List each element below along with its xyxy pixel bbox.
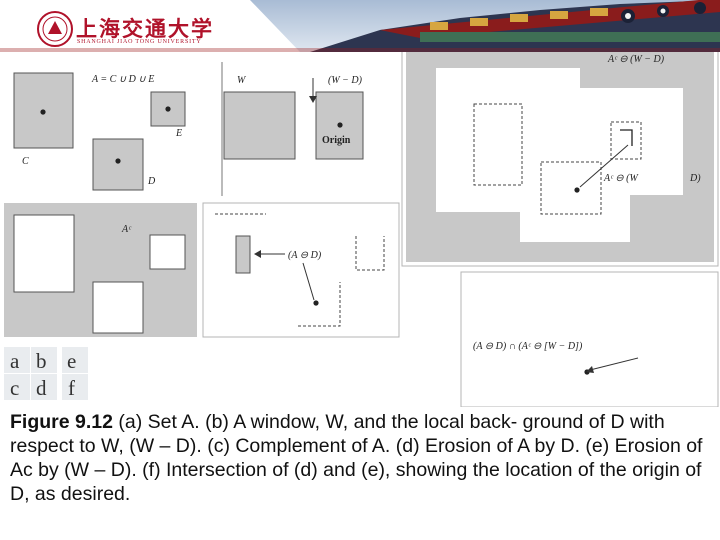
university-name-english: SHANGHAI JIAO TONG UNIVERSITY	[77, 39, 201, 45]
label-ac-erosion: Aᶜ ⊖ (W − D)	[607, 54, 665, 65]
window-w-rect	[224, 92, 295, 159]
key-d: d	[36, 376, 47, 400]
origin-dot	[337, 122, 342, 127]
label-origin: Origin	[322, 135, 351, 146]
label-w: W	[237, 75, 247, 86]
panel-f: (A ⊖ D) ∩ (Aᶜ ⊖ [W − D])	[461, 272, 718, 407]
key-c: c	[10, 376, 19, 400]
key-e: e	[67, 349, 76, 373]
set-d-rect	[93, 139, 143, 190]
key-b: b	[36, 349, 47, 373]
label-e: E	[175, 128, 182, 139]
figure-9-12: A = C ∪ D ∪ E C D E W (W − D) Origin Aᶜ …	[0, 52, 720, 407]
origin-dot	[574, 187, 579, 192]
caption-text: (a) Set A. (b) A window, W, and the loca…	[10, 411, 702, 505]
set-equation-label: A = C ∪ D ∪ E	[91, 74, 154, 85]
panel-a: A = C ∪ D ∪ E C D E	[4, 62, 196, 194]
key-a: a	[10, 349, 20, 373]
panel-d: (A ⊖ D)	[203, 203, 399, 337]
label-ac-erosion-mid2: D)	[689, 173, 701, 184]
figure-caption: Figure 9.12 (a) Set A. (b) A window, W, …	[10, 410, 714, 506]
origin-dot	[115, 158, 120, 163]
origin-dot	[40, 109, 45, 114]
panel-e: Aᶜ ⊖ (W − D) Aᶜ ⊖ (W D)	[402, 52, 718, 266]
label-ac: Aᶜ	[121, 224, 132, 235]
label-d: D	[147, 176, 156, 187]
panel-b: W (W − D) Origin	[222, 62, 363, 196]
label-a-erosion-d: (A ⊖ D)	[288, 250, 322, 261]
label-w-minus-d: (W − D)	[328, 75, 363, 86]
key-f: f	[68, 376, 75, 400]
origin-dot	[313, 300, 318, 305]
label-intersection: (A ⊖ D) ∩ (Aᶜ ⊖ [W − D])	[473, 341, 583, 352]
caption-figure-number: Figure 9.12	[10, 411, 113, 433]
panel-key: a b e c d f	[4, 347, 88, 400]
panel-c: Aᶜ	[4, 203, 197, 337]
label-ac-erosion-mid: Aᶜ ⊖ (W	[603, 173, 639, 184]
origin-dot	[165, 106, 170, 111]
label-c: C	[22, 156, 29, 167]
header-banner: 上海交通大学 SHANGHAI JIAO TONG UNIVERSITY	[0, 0, 720, 52]
